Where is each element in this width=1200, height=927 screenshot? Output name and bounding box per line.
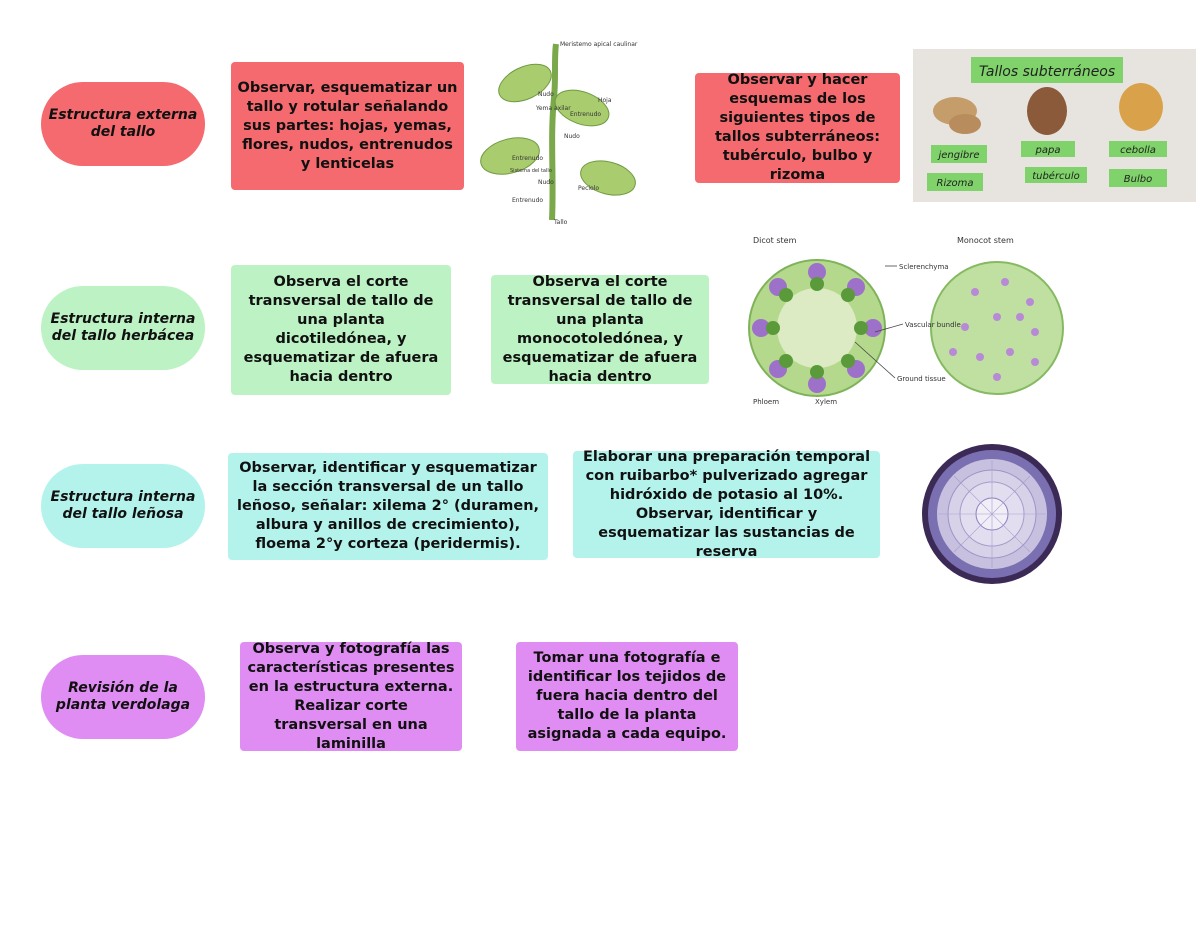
row-label-herbaceous: Estructura interna del tallo herbácea (41, 286, 205, 370)
row-label-text: Estructura interna del tallo herbácea (50, 311, 196, 344)
section-label: Sclerenchyma (899, 263, 949, 271)
task-text: Observar, identificar y esquematizar la … (236, 460, 540, 552)
task-box-underground-stems: Observar y hacer esquemas de los siguien… (695, 72, 900, 183)
tuber-label: papa (1035, 145, 1061, 156)
section-label: Xylem (815, 398, 837, 406)
task-box-tissue-photo: Tomar una fotografía e identificar los t… (516, 642, 738, 751)
task-box-monocot-section: Observa el corte transversal de tallo de… (491, 273, 709, 385)
task-box-external-photo: Observa y fotografía las características… (240, 640, 462, 752)
section-label: Monocot stem (957, 236, 1014, 245)
task-box-rhubarb-prep: Elaborar una preparación temporal con ru… (573, 449, 880, 560)
stem-label: Nudo (538, 91, 554, 98)
stem-label: Peciolo (578, 185, 599, 192)
tuber-label: Bulbo (1124, 174, 1152, 185)
stem-label: Nudo (538, 179, 554, 186)
tuber-label: tubérculo (1032, 170, 1080, 182)
row-label-text: Estructura interna del tallo leñosa (50, 489, 196, 522)
stem-section-figure: Dicot stem Monocot stem Sclerenchyma Vas… (748, 236, 1064, 406)
stem-label: Entrenudo (570, 111, 601, 118)
stem-label: Nudo (564, 133, 580, 140)
row-label-text: Revisión de la planta verdolaga (55, 680, 191, 713)
tuber-label: jengibre (936, 150, 979, 161)
task-text: Observar, esquematizar un tallo y rotula… (237, 79, 458, 172)
row-label-verdolaga: Revisión de la planta verdolaga (41, 655, 205, 739)
woody-stem-micrograph (922, 444, 1062, 584)
task-text: Observar y hacer esquemas de los siguien… (714, 72, 881, 183)
section-label: Ground tissue (897, 375, 946, 383)
row-label-woody: Estructura interna del tallo leñosa (41, 464, 205, 548)
row-label-external: Estructura externa del tallo (41, 82, 205, 166)
task-text: Observa el corte transversal de tallo de… (243, 274, 439, 385)
stem-label: Yema axilar (535, 105, 571, 112)
underground-stems-photo: Tallos subterráneos jengibre papa ceboll… (913, 49, 1196, 202)
tuber-title: Tallos subterráneos (979, 64, 1115, 80)
stem-label: Tallo (553, 219, 568, 226)
task-box-external-stem: Observar, esquematizar un tallo y rotula… (231, 62, 464, 190)
task-text: Tomar una fotografía e identificar los t… (527, 650, 727, 742)
stem-label: Entrenudo (512, 197, 543, 204)
section-label: Vascular bundle (905, 321, 961, 329)
tuber-label: Rizoma (937, 178, 974, 189)
stem-diagram-figure: Meristemo apical caulinar Nudo Yema axil… (480, 41, 638, 226)
task-text: Observa el corte transversal de tallo de… (502, 273, 698, 385)
task-text: Observa y fotografía las características… (247, 640, 455, 752)
stem-label: Sistema del tallo (510, 168, 552, 174)
row-label-text: Estructura externa del tallo (48, 107, 198, 140)
stem-label: Meristemo apical caulinar (560, 41, 638, 48)
stem-label: Entrenudo (512, 155, 543, 162)
section-label: Phloem (753, 398, 779, 406)
stem-label: Hoja (598, 97, 612, 104)
tuber-label: cebolla (1120, 145, 1156, 156)
task-box-dicot-section: Observa el corte transversal de tallo de… (231, 265, 451, 395)
task-box-woody-section: Observar, identificar y esquematizar la … (228, 453, 548, 560)
task-text: Elaborar una preparación temporal con ru… (582, 448, 871, 560)
section-label: Dicot stem (753, 236, 797, 245)
